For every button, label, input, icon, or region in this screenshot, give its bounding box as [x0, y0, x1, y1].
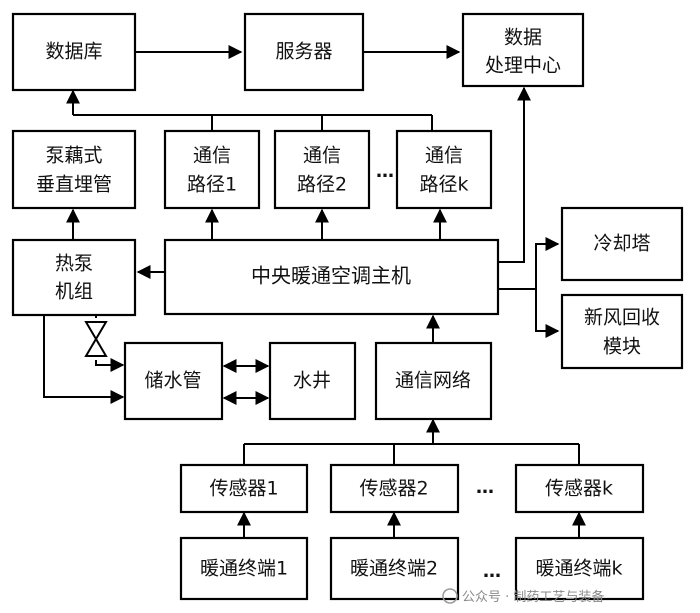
vertical-pipe-label-line1: 泵藕式	[45, 145, 102, 167]
heat-pump-label-line1: 热泵	[55, 253, 93, 275]
path1-label-line2: 路径1	[187, 174, 237, 196]
node-sensor2: 传感器2	[329, 463, 460, 514]
database-label: 数据库	[45, 41, 102, 63]
sensork-label: 传感器k	[545, 478, 613, 500]
node-central-unit: 中央暖通空调主机	[163, 238, 500, 316]
node-sensork: 传感器k	[514, 463, 645, 514]
path2-label-line2: 路径2	[297, 174, 347, 196]
comm-network-label: 通信网络	[395, 370, 471, 392]
node-path1: 通信 路径1	[163, 129, 261, 210]
node-terminal2: 暖通终端2	[329, 536, 460, 601]
node-water-well: 水井	[268, 341, 357, 421]
path1-label-line1: 通信	[193, 145, 231, 167]
connectors	[43, 45, 586, 537]
server-label: 服务器	[275, 41, 332, 63]
cooling-tower-label: 冷却塔	[593, 233, 650, 255]
storage-pipe-label: 储水管	[144, 370, 201, 392]
fresh-air-label-line2: 模块	[603, 336, 641, 358]
arrow-central-to-cooling-tower	[498, 237, 560, 290]
node-terminalk: 暖通终端k	[514, 536, 645, 601]
node-database: 数据库	[11, 12, 137, 92]
wechat-icon	[442, 588, 458, 604]
path2-label-line1: 通信	[303, 145, 341, 167]
water-well-label: 水井	[293, 370, 331, 392]
node-heat-pump: 热泵 机组	[11, 238, 137, 317]
data-center-label-line1: 数据	[504, 27, 542, 49]
terminal1-label: 暖通终端1	[200, 558, 288, 580]
sensors-ellipsis: …	[476, 477, 494, 498]
pathk-label-line1: 通信	[425, 145, 463, 167]
arrow-central-to-fresh-air	[535, 289, 560, 338]
sensor2-label: 传感器2	[359, 478, 428, 500]
node-server: 服务器	[243, 12, 365, 92]
node-data-center: 数据 处理中心	[461, 12, 585, 88]
node-path2: 通信 路径2	[273, 129, 371, 210]
data-center-label-line2: 处理中心	[485, 55, 561, 77]
watermark: 公众号 · 制药工艺与装备	[442, 588, 604, 605]
node-terminal1: 暖通终端1	[179, 536, 309, 601]
node-storage-pipe: 储水管	[123, 341, 224, 421]
node-cooling-tower: 冷却塔	[560, 206, 684, 282]
node-sensor1: 传感器1	[179, 463, 309, 514]
arrow-central-to-data-center	[498, 86, 531, 263]
pathk-label-line2: 路径k	[419, 174, 468, 196]
node-pathk: 通信 路径k	[395, 129, 493, 210]
node-vertical-pipe: 泵藕式 垂直埋管	[11, 129, 137, 210]
terminal2-label: 暖通终端2	[350, 558, 438, 580]
terminalk-label: 暖通终端k	[535, 558, 622, 580]
sensor1-label: 传感器1	[209, 478, 278, 500]
fresh-air-label-line1: 新风回收	[584, 307, 660, 329]
heat-pump-label-line2: 机组	[55, 281, 93, 303]
node-fresh-air: 新风回收 模块	[560, 293, 684, 370]
paths-ellipsis: …	[376, 161, 394, 182]
central-unit-label: 中央暖通空调主机	[251, 264, 411, 288]
node-comm-network: 通信网络	[374, 341, 493, 421]
vertical-pipe-label-line2: 垂直埋管	[36, 174, 112, 196]
watermark-text: 公众号 · 制药工艺与装备	[462, 589, 604, 605]
terminals-ellipsis: …	[483, 561, 501, 582]
arrow-heat-pump-to-storage	[43, 315, 125, 404]
valve-icon	[84, 318, 108, 360]
